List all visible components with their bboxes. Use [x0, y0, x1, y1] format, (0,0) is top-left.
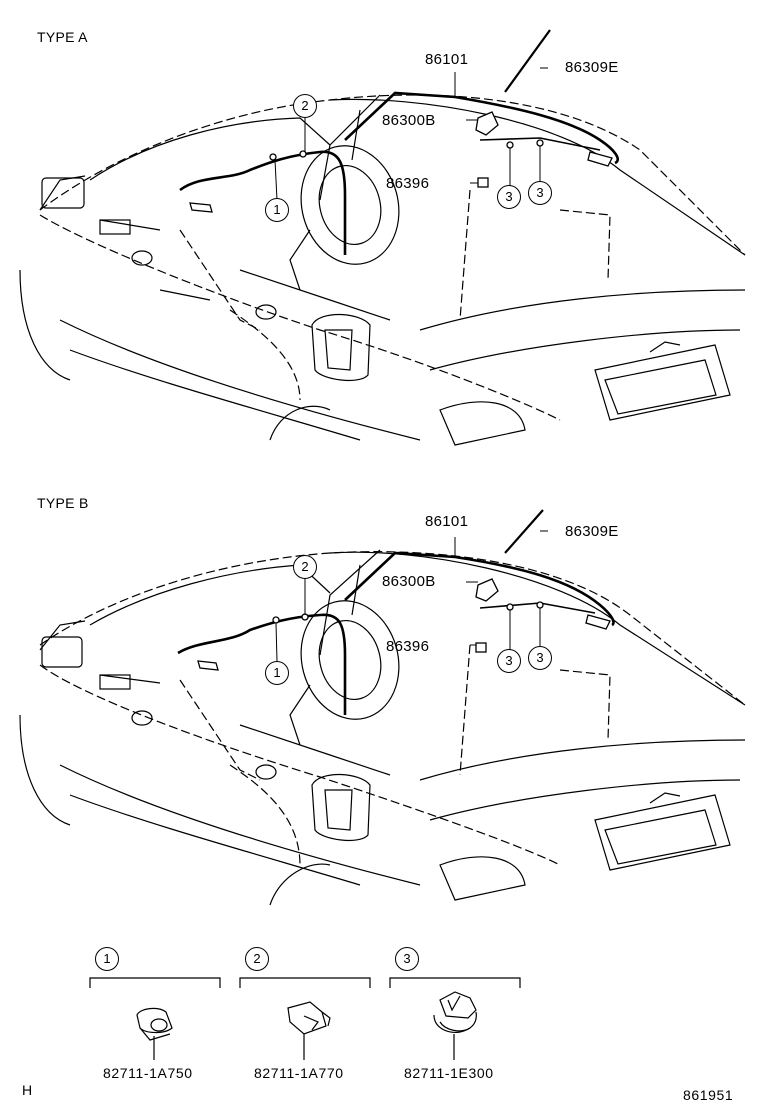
part-label-nut: 86396	[386, 638, 430, 655]
car-illustration-type-a	[19, 29, 746, 446]
panel-type-a: TYPE A 86101 86309E 86300B 86396 2 1 3 3	[0, 0, 760, 470]
callout-3: 3	[528, 646, 552, 670]
clip-1-drawing	[136, 1007, 173, 1060]
footer-code: H	[22, 1082, 33, 1098]
clip-index-1: 1	[95, 947, 119, 971]
clip-3-drawing	[433, 991, 477, 1060]
clip-part-number-3: 82711-1E300	[404, 1065, 494, 1081]
diagram-number: 861951	[683, 1087, 734, 1103]
part-label-antenna-cord: 86101	[425, 513, 469, 530]
callout-1: 1	[265, 198, 289, 222]
type-label: TYPE A	[37, 29, 88, 45]
type-label: TYPE B	[37, 495, 89, 511]
part-label-nut: 86396	[386, 175, 430, 192]
callout-3: 3	[528, 181, 552, 205]
callout-2: 2	[293, 94, 317, 118]
clip-index-3: 3	[395, 947, 419, 971]
part-label-antenna-cord: 86101	[425, 51, 469, 68]
callout-1: 1	[265, 661, 289, 685]
part-label-antenna-rod: 86309E	[565, 523, 619, 540]
car-illustration-type-b	[19, 509, 746, 906]
part-label-antenna-rod: 86309E	[565, 59, 619, 76]
callout-3: 3	[497, 185, 521, 209]
callout-3: 3	[497, 649, 521, 673]
clip-part-number-2: 82711-1A770	[254, 1065, 344, 1081]
part-label-antenna-base: 86300B	[382, 112, 436, 129]
clip-index-2: 2	[245, 947, 269, 971]
callout-2: 2	[293, 555, 317, 579]
panel-type-b: TYPE B 86101 86309E 86300B 86396 2 1 3 3	[0, 465, 760, 935]
clip-part-number-1: 82711-1A750	[103, 1065, 193, 1081]
clip-2-drawing	[287, 1001, 331, 1060]
part-label-antenna-base: 86300B	[382, 573, 436, 590]
